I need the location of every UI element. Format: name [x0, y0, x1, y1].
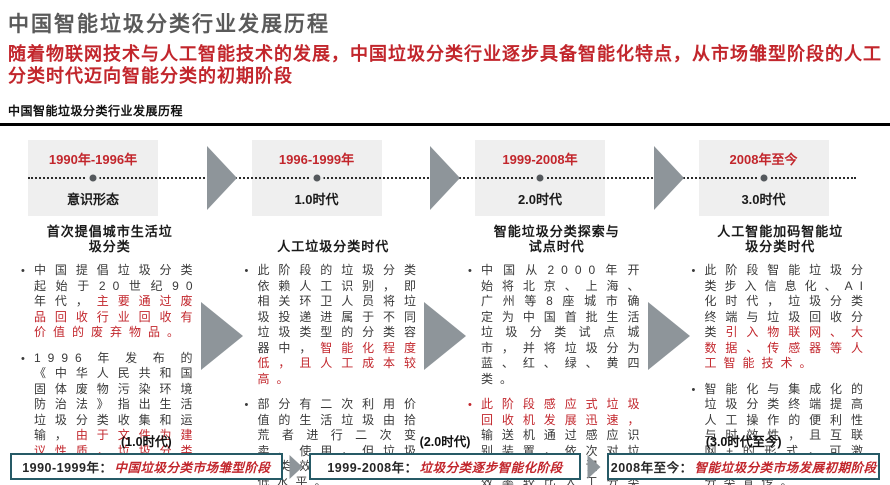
timeline-node-icon	[86, 171, 100, 185]
summary-phase: 中国垃圾分类市场雏型阶段	[114, 461, 271, 475]
summary-period: 1990-1999年：	[22, 461, 113, 475]
summary-box: 1990-1999年：中国垃圾分类市场雏型阶段	[10, 453, 283, 480]
timeline-arrow-cell	[647, 140, 691, 216]
bullet-marker: •	[468, 399, 472, 411]
bullet-text-segment: 此阶段感应式垃圾回收机发展迅速，	[481, 397, 647, 427]
stage-heading: 人工智能加码智能垃 圾分类时代	[717, 224, 844, 254]
page-title: 中国智能垃圾分类行业发展历程	[8, 13, 330, 36]
summary-box: 1999-2008年：垃圾分类逐步智能化阶段	[308, 453, 582, 480]
bullet-marker: •	[691, 383, 696, 396]
timeline: 1990年-1996年意识形态 1996-1999年 1.0时代 1999-2008年…	[20, 140, 870, 216]
era-label: (1.0时代)	[120, 435, 172, 449]
bullet-text-segment: 主要通过废品回收行业回收有价值的废弃物品。	[34, 294, 200, 339]
era-label-gap	[581, 431, 607, 450]
summary-boxes: 1990-1999年：中国垃圾分类市场雏型阶段 1999-2008年：垃圾分类逐步…	[10, 453, 881, 480]
bullet-item: • 中国提倡垃圾分类起始于20世纪90年代，主要通过废品回收行业回收有价值的废弃物…	[20, 263, 200, 341]
bullet-text-segment: 此阶段智能垃圾分类步入信息化、AI化时代，垃圾分类终端与垃圾回收分类	[704, 263, 870, 339]
summary-era-labels: (1.0时代) (2.0时代) (3.0时代至今)	[10, 431, 880, 450]
bullet-marker: •	[691, 265, 696, 277]
summary-phase: 垃圾分类逐步智能化阶段	[419, 461, 563, 475]
bullet-item: • 此阶段的垃圾分类依赖人工识别，即相关环卫人员将垃圾投递进属于不同垃圾类型的分类…	[244, 263, 424, 387]
bullet-marker: •	[21, 352, 25, 365]
bullet-text-segment: 此阶段的垃圾分类依赖人工识别，即相关环卫人员将垃圾投递进属于不同垃圾类型的分类容…	[257, 263, 423, 355]
stage-era-label: 1.0时代	[294, 192, 339, 207]
timeline-arrow-cell	[200, 140, 244, 216]
timeline-node-icon	[310, 171, 323, 185]
bullet-marker: •	[244, 399, 249, 411]
timeline-node-icon	[533, 171, 547, 185]
bullet-marker: •	[21, 265, 25, 277]
bullet-text-segment: 中国从2000年开始将北京、上海、广州等8座城市确定为中国首批生活垃圾分类试点城…	[481, 263, 647, 386]
summary-section: (1.0时代) (2.0时代) (3.0时代至今) 1990-1999年：中国垃圾分…	[10, 431, 881, 480]
arrow-right-icon	[587, 454, 601, 479]
era-label-gap	[283, 431, 309, 450]
summary-arrow-cell	[581, 453, 607, 480]
stage-era-label: 2.0时代	[517, 192, 563, 207]
page-subtitle: 随着物联网技术与人工智能技术的发展，中国垃圾分类行业逐步具备智能化特点，从市场雏…	[8, 44, 882, 86]
bullet-item: • 中国从2000年开始将北京、上海、广州等8座城市确定为中国首批生活垃圾分类试点…	[467, 263, 647, 387]
arrow-right-icon	[653, 146, 684, 210]
timeline-arrow-cell	[423, 140, 467, 216]
bullet-item: • 此阶段智能垃圾分类步入信息化、AI化时代，垃圾分类终端与垃圾回收分类引入物联网…	[691, 263, 871, 372]
summary-period: 2008年至今：	[610, 461, 693, 475]
summary-period: 1999-2008年：	[327, 461, 418, 475]
stage-arrow-cell	[423, 224, 467, 485]
stage-era-label: 3.0时代	[741, 192, 786, 207]
arrow-right-icon	[647, 302, 690, 370]
arrow-right-icon	[430, 146, 460, 210]
stage-period-label: 1999-2008年	[502, 152, 578, 167]
summary-arrow-cell	[283, 453, 309, 480]
bullet-text-segment: 引入物联网、大数据、传感器等人工智能技术。	[704, 325, 870, 370]
stage-heading: 智能垃圾分类探索与 试点时代	[493, 224, 620, 254]
bullet-marker: •	[468, 265, 472, 277]
arrow-right-icon	[289, 454, 303, 479]
stage-era-label: 意识形态	[66, 192, 119, 207]
era-label: (2.0时代)	[419, 435, 471, 449]
stage-arrow-cell	[200, 224, 244, 485]
arrow-right-icon	[206, 146, 237, 210]
stage-arrow-cell	[647, 224, 691, 485]
section-label: 中国智能垃圾分类行业发展历程	[8, 104, 184, 118]
stage-period-label: 1996-1999年	[278, 152, 355, 167]
arrow-right-icon	[200, 302, 243, 370]
stage-heading: 人工垃圾分类时代	[277, 239, 390, 254]
bullet-text-segment: 1996年发布的《中华人民共和国固体废物污染环境防治法》指出生活垃圾分类收集和运…	[34, 350, 200, 443]
stage-heading: 首次提倡城市生活垃 圾分类	[46, 224, 173, 254]
stage-period-label: 1990年-1996年	[48, 152, 138, 167]
arrow-right-icon	[424, 302, 466, 370]
bullet-text-segment: 智能化程度低，且人工成本较高。	[257, 340, 423, 386]
era-label: (3.0时代至今)	[705, 435, 782, 449]
stage-period-label: 2008年至今	[729, 152, 798, 167]
summary-phase: 智能垃圾分类市场发展初期阶段	[694, 461, 877, 475]
timeline-node-icon	[757, 171, 770, 185]
section-divider	[0, 123, 890, 126]
bullet-marker: •	[244, 265, 249, 277]
bullet-text-segment: 中国提倡垃圾分类起始于20世纪90年代，	[34, 263, 200, 308]
summary-box: 2008年至今：智能垃圾分类市场发展初期阶段	[607, 453, 881, 480]
